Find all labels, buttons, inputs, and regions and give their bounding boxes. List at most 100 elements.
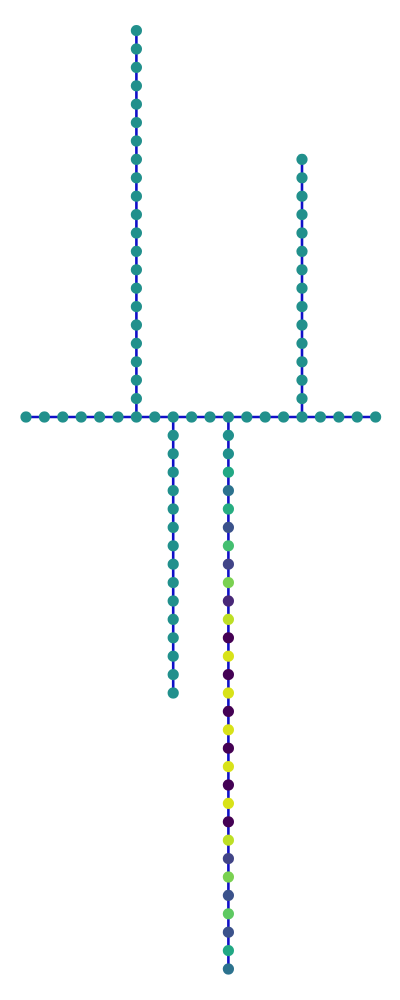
horizontal-chain-node xyxy=(259,411,271,423)
upper-branch-left-node xyxy=(130,153,142,165)
lower-branch-right-node xyxy=(222,669,234,681)
upper-branch-right-node xyxy=(296,301,308,313)
horizontal-chain-node xyxy=(20,411,32,423)
upper-branch-right-node xyxy=(296,374,308,386)
lower-branch-right-node xyxy=(222,742,234,754)
upper-branch-left-node xyxy=(130,319,142,331)
lower-branch-right-node xyxy=(222,687,234,699)
horizontal-chain-node xyxy=(75,411,87,423)
lower-branch-right-node xyxy=(222,595,234,607)
lower-branch-right-node xyxy=(222,485,234,497)
horizontal-chain-node xyxy=(241,411,253,423)
upper-branch-left-node xyxy=(130,43,142,55)
upper-branch-right-node xyxy=(296,282,308,294)
upper-branch-left-node xyxy=(130,227,142,239)
upper-branch-left-node xyxy=(130,190,142,202)
horizontal-chain-node xyxy=(278,411,290,423)
edges-layer xyxy=(24,29,377,971)
upper-branch-left-node xyxy=(130,282,142,294)
lower-branch-right-node xyxy=(222,853,234,865)
horizontal-chain-node xyxy=(167,411,179,423)
lower-branch-left-node xyxy=(167,669,179,681)
lower-branch-right-node xyxy=(222,503,234,515)
horizontal-chain-node xyxy=(186,411,198,423)
lower-branch-left-node xyxy=(167,521,179,534)
lower-branch-left-node xyxy=(167,632,179,644)
lower-branch-right-node xyxy=(222,577,234,589)
lower-branch-right-node xyxy=(222,705,234,718)
upper-branch-left-node xyxy=(130,301,142,313)
horizontal-chain-node xyxy=(57,411,69,423)
upper-branch-right-node xyxy=(296,227,308,239)
lower-branch-right-node xyxy=(222,448,234,460)
upper-branch-right-node xyxy=(296,209,308,221)
lower-branch-left-node xyxy=(167,540,179,552)
lower-branch-left-node xyxy=(167,558,179,570)
upper-branch-left-node xyxy=(130,135,142,147)
horizontal-chain-node xyxy=(370,411,382,423)
upper-branch-left-node xyxy=(130,80,142,92)
lower-branch-right-node xyxy=(222,963,234,975)
upper-branch-left-node xyxy=(130,245,142,257)
upper-branch-left-node xyxy=(130,98,142,110)
lower-branch-right-node xyxy=(222,613,234,626)
upper-branch-left-node xyxy=(130,209,142,221)
lower-branch-right-node xyxy=(222,521,234,534)
lower-branch-right-node xyxy=(222,945,234,957)
lower-branch-left-node xyxy=(167,613,179,626)
upper-branch-right-node xyxy=(296,337,308,349)
horizontal-chain-node xyxy=(112,411,124,423)
horizontal-chain-node xyxy=(204,411,216,423)
lower-branch-left-node xyxy=(167,429,179,441)
horizontal-chain-node xyxy=(333,411,345,423)
horizontal-chain-node xyxy=(130,411,142,423)
lower-branch-left-node xyxy=(167,595,179,607)
lower-branch-left-node xyxy=(167,466,179,478)
horizontal-chain-node xyxy=(314,411,326,423)
horizontal-chain-node xyxy=(296,411,308,423)
upper-branch-right-node xyxy=(296,393,308,405)
lower-branch-right-node xyxy=(222,466,234,478)
lower-branch-right-node xyxy=(222,429,234,441)
lower-branch-right-node xyxy=(222,632,234,644)
nodes-layer xyxy=(20,25,382,975)
lower-branch-right-node xyxy=(222,889,234,902)
lower-branch-right-node xyxy=(222,761,234,773)
upper-branch-right-node xyxy=(296,172,308,184)
upper-branch-left-node xyxy=(130,264,142,276)
horizontal-chain-node xyxy=(94,411,106,423)
upper-branch-right-node xyxy=(296,264,308,276)
upper-branch-left-node xyxy=(130,172,142,184)
lower-branch-right-node xyxy=(222,926,234,938)
upper-branch-right-node xyxy=(296,153,308,165)
lower-branch-right-node xyxy=(222,558,234,570)
lower-branch-right-node xyxy=(222,908,234,920)
horizontal-chain-node xyxy=(38,411,51,423)
upper-branch-right-node xyxy=(296,245,308,257)
lower-branch-right-node xyxy=(222,871,234,883)
upper-branch-left-node xyxy=(130,61,142,73)
lower-branch-right-node xyxy=(222,540,234,552)
lower-branch-right-node xyxy=(222,834,234,846)
lower-branch-left-node xyxy=(167,448,179,460)
lower-branch-left-node xyxy=(167,577,179,589)
lower-branch-left-node xyxy=(167,503,179,515)
upper-branch-left-node xyxy=(130,117,142,129)
upper-branch-left-node xyxy=(130,356,142,368)
lower-branch-right-node xyxy=(222,724,234,736)
horizontal-chain-node xyxy=(351,411,363,423)
upper-branch-right-node xyxy=(296,190,308,202)
lower-branch-right-node xyxy=(222,650,234,662)
upper-branch-left-node xyxy=(130,25,142,37)
lower-branch-left-node xyxy=(167,650,179,662)
upper-branch-left-node xyxy=(130,393,142,405)
lower-branch-left-node xyxy=(167,485,179,497)
horizontal-chain-node xyxy=(222,411,234,423)
lower-branch-right-node xyxy=(222,779,234,791)
upper-branch-right-node xyxy=(296,319,308,331)
lower-branch-right-node xyxy=(222,816,234,828)
upper-branch-right-node xyxy=(296,356,308,368)
upper-branch-left-node xyxy=(130,337,142,349)
horizontal-chain-node xyxy=(149,411,161,423)
